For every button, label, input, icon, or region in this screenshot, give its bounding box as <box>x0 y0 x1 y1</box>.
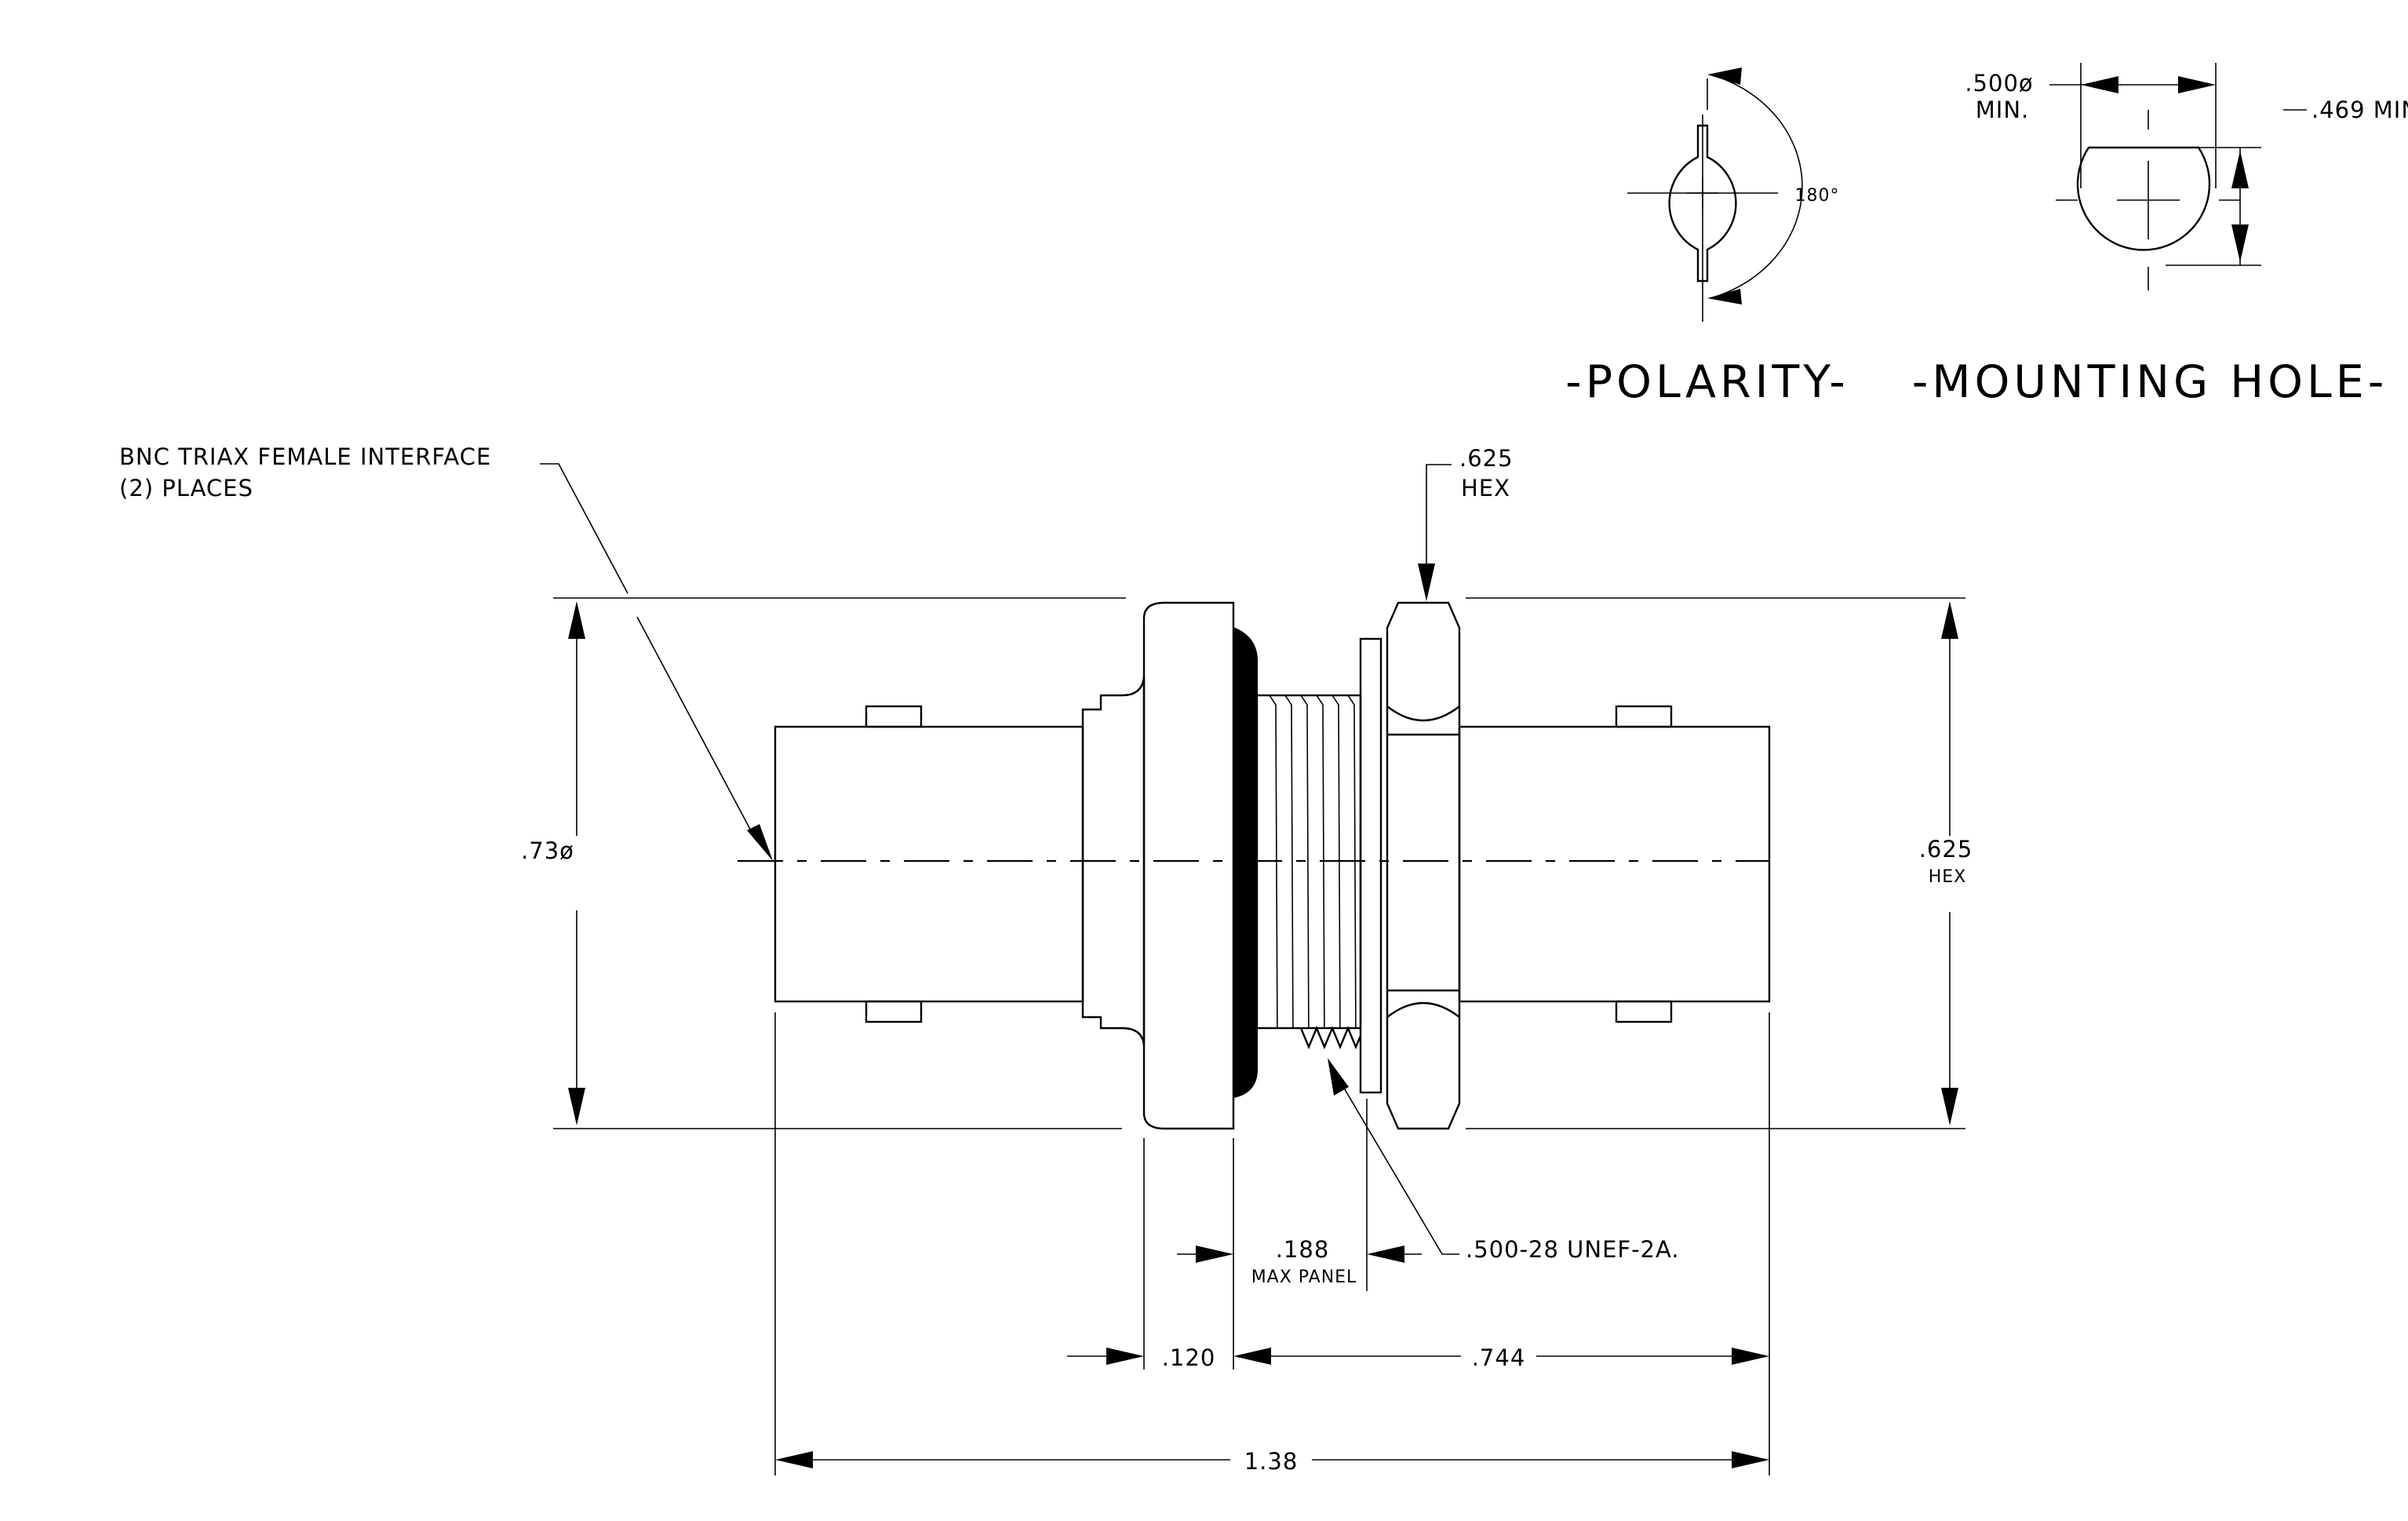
hole-flat-label: .469 MIN <box>2311 97 2408 123</box>
diameter-73-label: .73ø <box>521 837 574 864</box>
polarity-arc <box>1710 74 1803 299</box>
polarity-view <box>1627 67 1803 322</box>
interface-label-line2: (2) PLACES <box>119 475 253 502</box>
mounting-hole-title: -MOUNTING HOLE- <box>1912 356 2388 408</box>
hex-top-value: .625 <box>1459 445 1514 472</box>
hex-right-value: .625 <box>1919 836 1973 863</box>
flange <box>1142 601 1235 1130</box>
left-barrel <box>774 725 1084 1003</box>
interface-leader <box>540 463 628 594</box>
dim-138-label: 1.38 <box>1244 1448 1299 1475</box>
max-panel-label: MAX PANEL <box>1251 1268 1357 1287</box>
hex-nut <box>1386 601 1461 1130</box>
connector-body <box>738 601 1771 1130</box>
thread-teeth <box>1299 1025 1362 1050</box>
text-labels: BNC TRIAX FEMALE INTERFACE (2) PLACES .6… <box>119 70 2408 1475</box>
threads <box>1269 695 1357 1028</box>
mounting-hole-view <box>2049 63 2307 290</box>
left-bayonet-lug-bottom <box>865 1000 923 1023</box>
hex-top-leader <box>1426 464 1452 581</box>
interface-label-line1: BNC TRIAX FEMALE INTERFACE <box>119 443 491 470</box>
dim-744-label: .744 <box>1472 1344 1526 1371</box>
hole-min-label: MIN. <box>1976 97 2030 123</box>
thread-spec-label: .500-28 UNEF-2A. <box>1466 1236 1680 1263</box>
panel-188-label: .188 <box>1276 1236 1330 1263</box>
left-bayonet-lug-top <box>865 705 923 728</box>
polarity-title: -POLARITY- <box>1565 356 1849 408</box>
right-bayonet-lug-top <box>1615 705 1673 728</box>
right-barrel <box>1458 725 1771 1003</box>
angle-180-label: 180° <box>1795 186 1840 206</box>
thread-leader <box>1339 1081 1459 1255</box>
polarity-keyed-hole <box>1668 124 1737 283</box>
hole-diameter-label: .500ø <box>1965 70 2033 97</box>
hex-top-unit: HEX <box>1461 475 1510 502</box>
dim-120-label: .120 <box>1162 1344 1216 1371</box>
washer <box>1359 637 1383 1094</box>
gasket <box>1233 626 1258 1099</box>
mounting-hole <box>2076 146 2211 251</box>
hex-right-unit: HEX <box>1929 867 1967 887</box>
right-bayonet-lug-bottom <box>1615 1000 1673 1023</box>
dimensions <box>540 463 1965 1475</box>
